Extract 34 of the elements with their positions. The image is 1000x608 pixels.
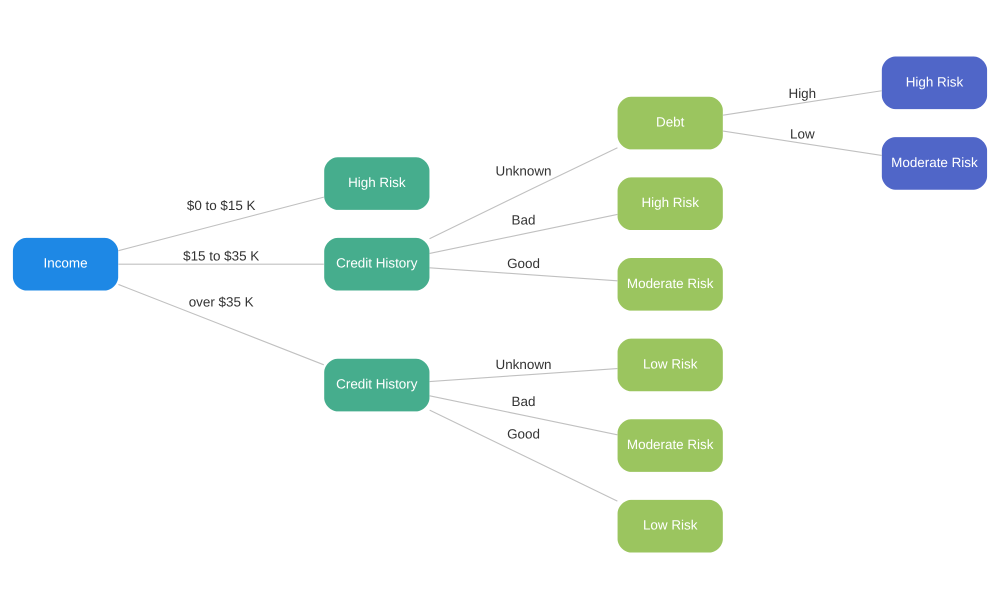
connector bbox=[430, 368, 618, 382]
edge-label: Good bbox=[507, 256, 540, 271]
connector bbox=[430, 213, 618, 254]
node-box: Moderate Risk bbox=[618, 418, 723, 472]
edge-label: Unknown bbox=[496, 356, 552, 372]
connector bbox=[118, 196, 324, 251]
connector bbox=[429, 146, 618, 239]
node-box: Low Risk bbox=[618, 499, 723, 552]
node-box: Moderate Risk bbox=[618, 258, 723, 310]
edge-label: Unknown bbox=[496, 162, 552, 178]
connector bbox=[430, 394, 618, 435]
edge-label: $15 to $35 K bbox=[183, 248, 260, 263]
node-box: Income bbox=[12, 237, 118, 290]
node-box: Debt bbox=[618, 96, 723, 149]
node-box: High Risk bbox=[618, 176, 723, 230]
connector bbox=[723, 90, 882, 116]
node-box: Credit History bbox=[324, 237, 430, 290]
node-box: High Risk bbox=[324, 156, 430, 210]
connector bbox=[118, 263, 324, 264]
node-box: Low Risk bbox=[618, 338, 723, 391]
connector bbox=[118, 283, 324, 365]
edge-label: $0 to $15 K bbox=[186, 197, 256, 212]
edge-label: Bad bbox=[512, 212, 536, 228]
node-box: Credit History bbox=[324, 358, 430, 411]
edge-label: Good bbox=[507, 426, 540, 441]
edge-label: High bbox=[788, 86, 816, 101]
edge-label: Low bbox=[790, 126, 815, 141]
edge-label: Bad bbox=[512, 393, 536, 408]
node-box: High Risk bbox=[882, 56, 988, 109]
connector bbox=[723, 130, 882, 156]
connector bbox=[429, 409, 618, 502]
edge-label: over $35 K bbox=[188, 294, 254, 309]
node-box: Moderate Risk bbox=[882, 136, 988, 190]
connector bbox=[430, 266, 618, 281]
